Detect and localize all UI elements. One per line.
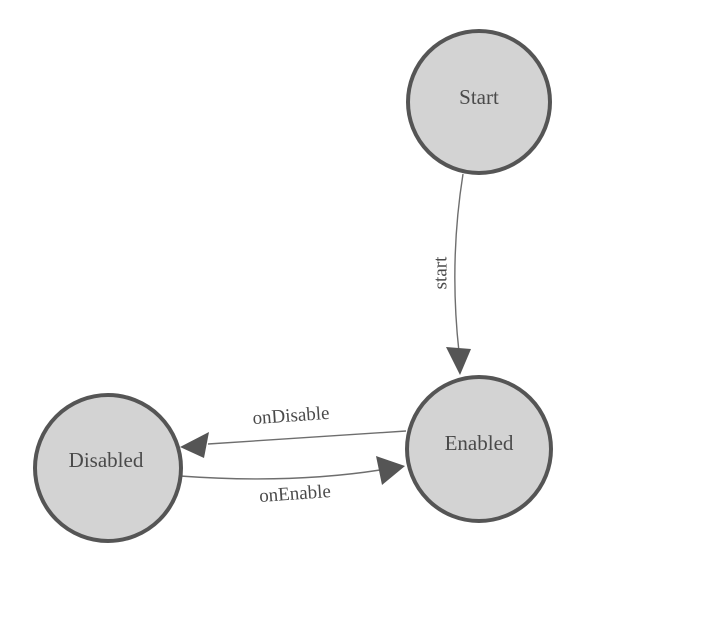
node-label-enabled: Enabled <box>445 431 514 455</box>
node-label-start: Start <box>459 85 499 109</box>
transition-edge-disabled-to-enabled <box>179 469 381 480</box>
edge-label-ondisable: onDisable <box>252 403 330 429</box>
node-label-disabled: Disabled <box>69 448 144 472</box>
edge-label-start: start <box>431 256 452 289</box>
arrowhead-start-to-enabled <box>446 347 471 375</box>
state-node-enabled <box>405 375 553 523</box>
transition-edge-start-to-enabled <box>454 173 464 353</box>
arrowhead-enabled-to-disabled <box>180 432 209 458</box>
arrowhead-disabled-to-enabled <box>376 456 405 485</box>
state-node-start <box>406 29 552 175</box>
state-node-disabled <box>33 393 183 543</box>
transition-edge-enabled-to-disabled <box>207 430 407 445</box>
edge-label-onenable: onEnable <box>258 481 331 507</box>
